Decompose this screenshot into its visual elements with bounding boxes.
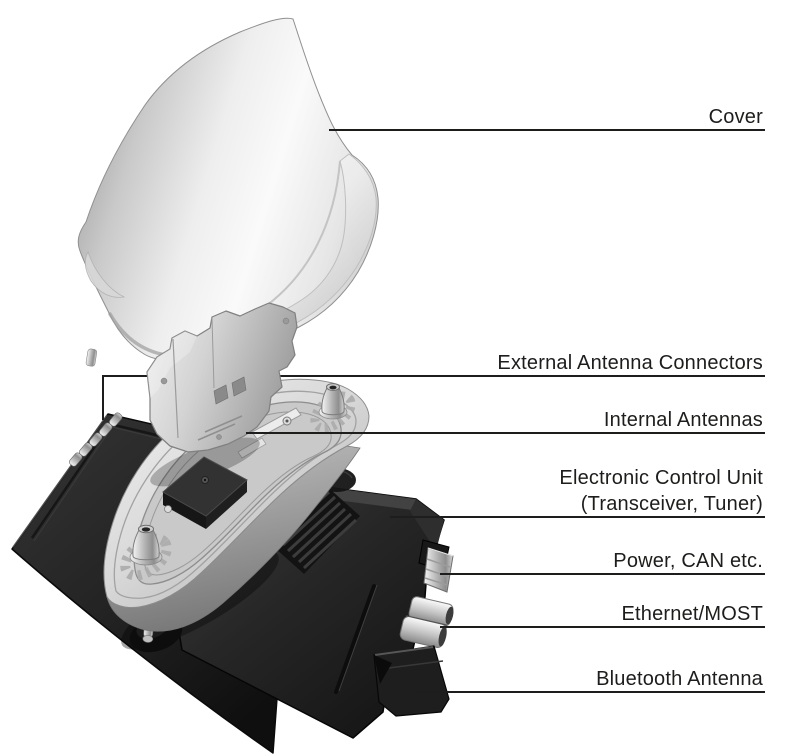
patch-antenna-element bbox=[251, 407, 302, 440]
label-internal-antennas: Internal Antennas bbox=[603, 409, 763, 431]
gps-module bbox=[162, 456, 248, 529]
power-can-connector bbox=[418, 539, 454, 593]
label-power-can: Power, CAN etc. bbox=[613, 550, 763, 572]
bluetooth-antenna-tab bbox=[373, 645, 450, 717]
cover-nose-recess bbox=[84, 251, 126, 298]
leader-external-antenna-connectors bbox=[102, 375, 765, 420]
fastener-cone bbox=[310, 383, 356, 433]
label-ecu-line1: Electronic Control Unit bbox=[559, 467, 763, 489]
external-connector-pins bbox=[69, 412, 123, 467]
ethernet-most-connector bbox=[399, 596, 454, 648]
label-cover: Cover bbox=[708, 106, 763, 128]
label-external-antenna-connectors: External Antenna Connectors bbox=[497, 352, 763, 374]
label-ethernet-most: Ethernet/MOST bbox=[621, 603, 763, 625]
cover-pin bbox=[85, 348, 98, 367]
label-ecu-line2: (Transceiver, Tuner) bbox=[580, 493, 763, 515]
label-bluetooth-antenna: Bluetooth Antenna bbox=[596, 668, 763, 690]
leader-lines bbox=[246, 129, 765, 693]
fastener-cone bbox=[120, 524, 172, 581]
internal-antenna-module bbox=[146, 302, 298, 453]
label-electronic-control-unit: Electronic Control Unit (Transceiver, Tu… bbox=[559, 465, 763, 517]
antenna-cover bbox=[77, 17, 379, 367]
patch-antenna-element bbox=[237, 437, 267, 459]
ecu-groove bbox=[334, 584, 376, 694]
